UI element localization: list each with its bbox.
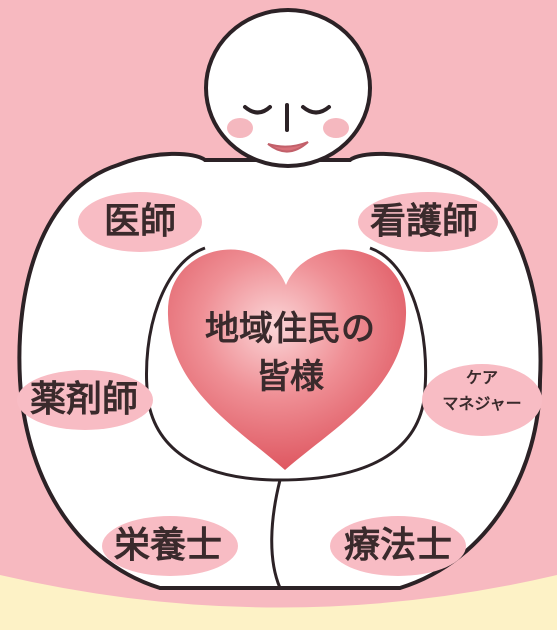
role-nutritionist: 栄養士 bbox=[114, 525, 223, 566]
left-eye bbox=[243, 105, 272, 115]
pill-pharmacist bbox=[17, 370, 153, 430]
mouth bbox=[267, 141, 309, 153]
leg-divider bbox=[270, 479, 282, 589]
role-nurse: 看護師 bbox=[370, 201, 479, 242]
pill-doctor bbox=[78, 192, 202, 252]
pill-therapist bbox=[330, 516, 466, 576]
left-cheek bbox=[227, 118, 253, 138]
center-label-line1: 地域住民の bbox=[205, 309, 375, 349]
center-label-line2: 皆様 bbox=[256, 357, 324, 397]
heart bbox=[167, 249, 407, 470]
pill-nutritionist bbox=[102, 516, 238, 576]
pill-care-manager bbox=[422, 364, 542, 436]
bottom-band bbox=[0, 575, 557, 630]
role-therapist: 療法士 bbox=[344, 525, 453, 566]
role-doctor: 医師 bbox=[104, 201, 177, 242]
role-pharmacist: 薬剤師 bbox=[30, 379, 139, 420]
role-care-manager-line1: ケア bbox=[465, 368, 498, 387]
right-eye bbox=[301, 105, 331, 115]
right-cheek bbox=[323, 118, 349, 138]
head bbox=[204, 8, 372, 168]
role-care-manager-line2: マネジャー bbox=[442, 394, 522, 413]
pill-nurse bbox=[358, 192, 498, 252]
